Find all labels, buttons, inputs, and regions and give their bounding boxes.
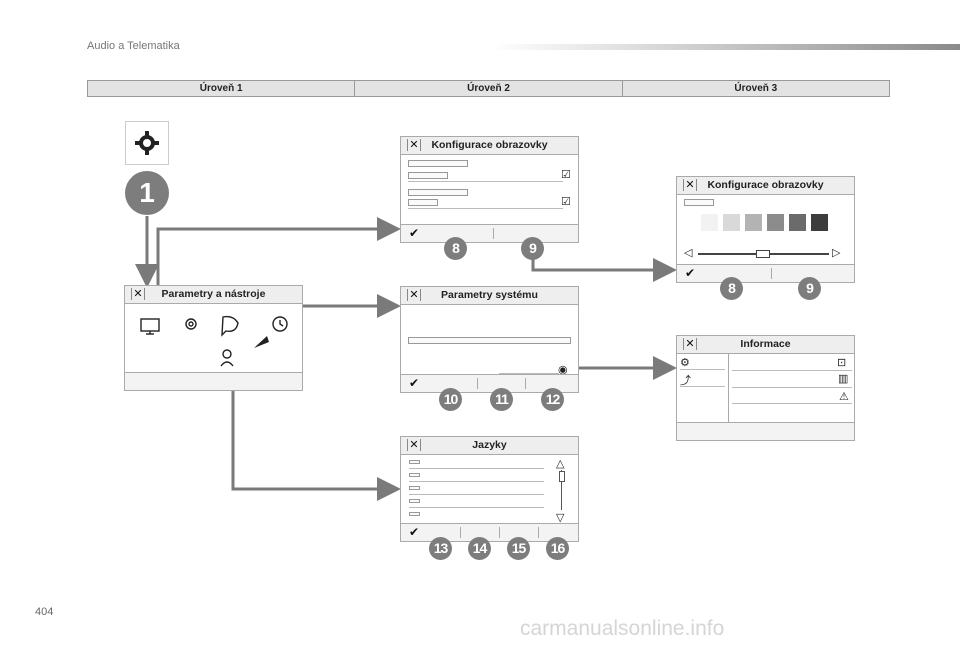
step-badge-16: 16 bbox=[546, 537, 569, 560]
level-1-label: Úroveň 1 bbox=[199, 83, 243, 94]
eye-icon[interactable]: ◉ bbox=[558, 364, 568, 376]
scrollbar-track[interactable] bbox=[561, 470, 562, 510]
color-swatch[interactable] bbox=[723, 214, 740, 231]
color-swatch[interactable] bbox=[767, 214, 784, 231]
setting-field[interactable] bbox=[408, 337, 571, 344]
close-icon[interactable]: ✕ bbox=[131, 288, 145, 300]
panel-bottom-bar: ✔ bbox=[401, 374, 578, 392]
language-item[interactable] bbox=[409, 473, 420, 477]
system-gear-icon bbox=[185, 318, 197, 330]
step-badge-15: 15 bbox=[507, 537, 530, 560]
level-2-label: Úroveň 2 bbox=[354, 81, 621, 96]
close-icon[interactable]: ✕ bbox=[683, 179, 697, 191]
setting-field[interactable] bbox=[684, 199, 714, 206]
header-decorative-bar bbox=[490, 44, 960, 50]
step-badge-13: 13 bbox=[429, 537, 452, 560]
usb-device-icon[interactable]: ⊡ bbox=[837, 357, 847, 369]
panel-jazyky: Jazyky ✕ △ ▽ ✔ bbox=[400, 436, 579, 542]
language-icon bbox=[221, 315, 239, 337]
warning-icon[interactable]: ⚠ bbox=[839, 391, 849, 403]
close-icon[interactable]: ✕ bbox=[407, 139, 421, 151]
info-tools-icon[interactable]: ⚙ bbox=[680, 357, 690, 369]
panel-parametry-systemu: Parametry systému ✕ ◉ ✔ bbox=[400, 286, 579, 393]
setting-field[interactable] bbox=[408, 199, 438, 206]
display-icon bbox=[140, 318, 160, 335]
close-icon[interactable]: ✕ bbox=[683, 338, 697, 350]
panel-title: Konfigurace obrazovky bbox=[677, 177, 854, 195]
panel-informace: Informace ✕ ⚙ ⤴ ⊡ ▥ ⚠ bbox=[676, 335, 855, 441]
slider-left-icon[interactable]: ◁ bbox=[684, 247, 693, 259]
panel-bottom-bar: ✔ bbox=[401, 523, 578, 541]
panel-bottom-bar bbox=[125, 372, 302, 390]
panel-parametry-a-nastroje: Parametry a nástroje ✕ bbox=[124, 285, 303, 391]
arrow-to-konfigurace-l3 bbox=[531, 258, 677, 282]
forward-arrow-icon[interactable]: ⤴ bbox=[680, 375, 691, 387]
confirm-check-icon[interactable]: ✔ bbox=[685, 266, 696, 280]
language-item[interactable] bbox=[409, 460, 420, 464]
level-header-bar: Úroveň 1 Úroveň 2 Úroveň 3 bbox=[87, 80, 890, 97]
color-swatch[interactable] bbox=[701, 214, 718, 231]
panel-title: Informace bbox=[677, 336, 854, 354]
panel-title: Parametry systému bbox=[401, 287, 578, 305]
language-item[interactable] bbox=[409, 499, 420, 503]
checkbox-icon[interactable]: ☑ bbox=[561, 169, 571, 181]
slider-right-icon[interactable]: ▷ bbox=[832, 247, 841, 259]
panel-bottom-bar: ✔ bbox=[401, 224, 578, 242]
panel-title: Konfigurace obrazovky bbox=[401, 137, 578, 155]
color-swatch[interactable] bbox=[811, 214, 828, 231]
gear-icon bbox=[135, 131, 159, 155]
confirm-check-icon[interactable]: ✔ bbox=[409, 376, 420, 390]
step-badge-9: 9 bbox=[798, 277, 821, 300]
step-badge-14: 14 bbox=[468, 537, 491, 560]
help-icon bbox=[220, 349, 234, 367]
color-swatch[interactable] bbox=[745, 214, 762, 231]
settings-button[interactable] bbox=[125, 121, 169, 165]
panel-konfigurace-obrazovky-l2: Konfigurace obrazovky ✕ ☑ ☑ ✔ bbox=[400, 136, 579, 243]
scroll-up-icon[interactable]: △ bbox=[556, 458, 565, 470]
setting-field[interactable] bbox=[408, 189, 468, 196]
step-badge-8: 8 bbox=[444, 237, 467, 260]
close-icon[interactable]: ✕ bbox=[407, 289, 421, 301]
panel-bottom-bar bbox=[677, 422, 854, 440]
panel-bottom-bar: ✔ bbox=[677, 264, 854, 282]
step-badge-11: 11 bbox=[490, 388, 513, 411]
step-badge-1: 1 bbox=[125, 171, 169, 215]
watermark: carmanualsonline.info bbox=[520, 617, 725, 640]
panel-title: Parametry a nástroje bbox=[125, 286, 302, 304]
brightness-slider-thumb[interactable] bbox=[756, 250, 770, 258]
pointer-icon bbox=[254, 336, 269, 348]
scrollbar-thumb[interactable] bbox=[559, 471, 565, 482]
checkbox-icon[interactable]: ☑ bbox=[561, 196, 571, 208]
step-badge-12: 12 bbox=[541, 388, 564, 411]
clock-icon bbox=[272, 316, 288, 332]
language-item[interactable] bbox=[409, 486, 420, 490]
manual-section-title: Audio a Telematika bbox=[87, 40, 180, 52]
setting-field[interactable] bbox=[408, 172, 448, 179]
color-swatch[interactable] bbox=[789, 214, 806, 231]
language-item[interactable] bbox=[409, 512, 420, 516]
setting-field[interactable] bbox=[408, 160, 468, 167]
confirm-check-icon[interactable]: ✔ bbox=[409, 226, 420, 240]
scroll-down-icon[interactable]: ▽ bbox=[556, 512, 565, 524]
device-list-icon[interactable]: ▥ bbox=[838, 373, 849, 385]
page-number: 404 bbox=[35, 606, 54, 618]
level-3-label: Úroveň 3 bbox=[621, 81, 889, 96]
step-badge-9: 9 bbox=[521, 237, 544, 260]
confirm-check-icon[interactable]: ✔ bbox=[409, 525, 420, 539]
tool-icons bbox=[140, 315, 288, 367]
close-icon[interactable]: ✕ bbox=[407, 439, 421, 451]
step-badge-10: 10 bbox=[439, 388, 462, 411]
step-badge-8: 8 bbox=[720, 277, 743, 300]
panel-title: Jazyky bbox=[401, 437, 578, 455]
